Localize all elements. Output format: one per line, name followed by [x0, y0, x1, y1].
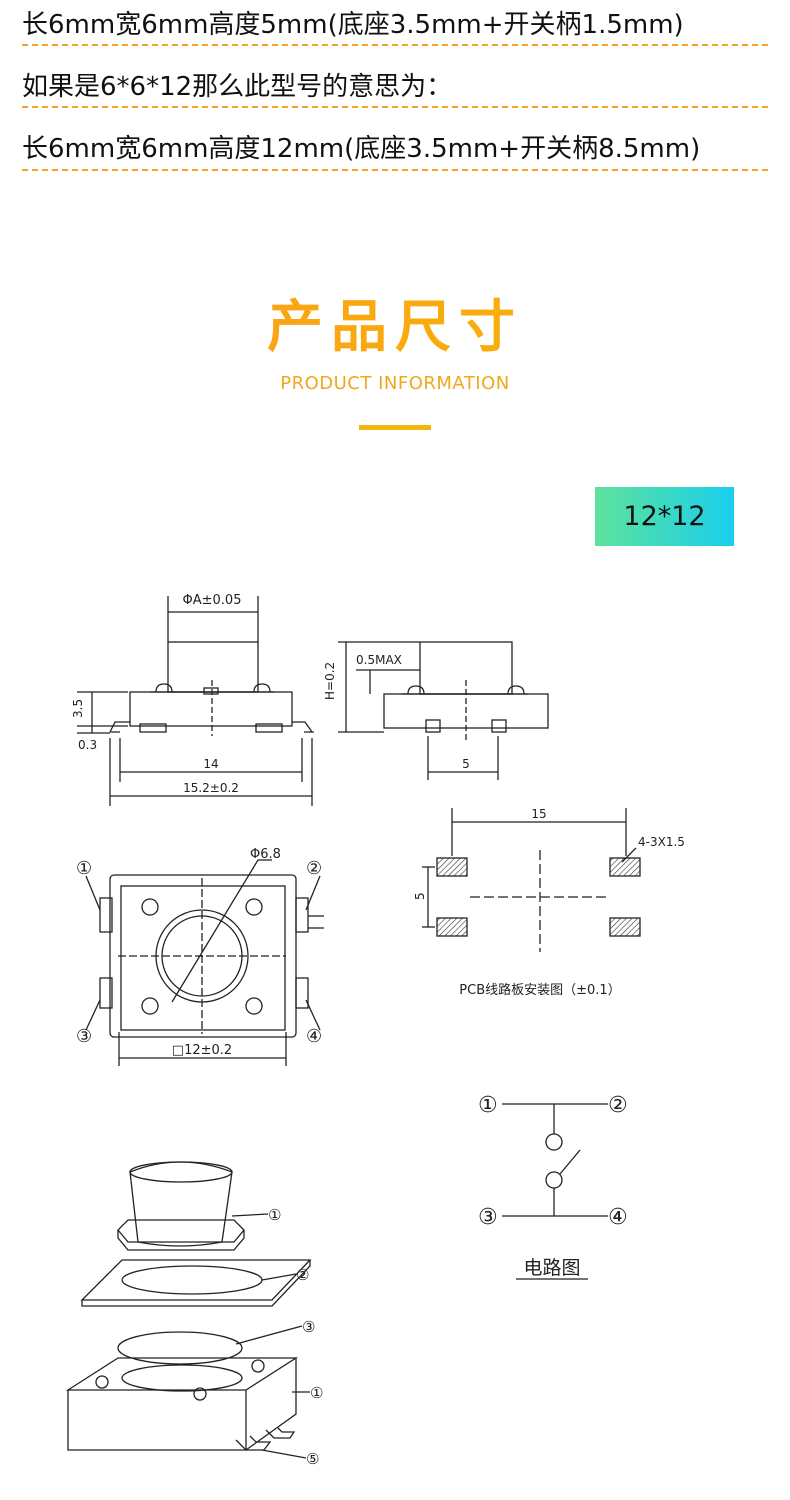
front-view	[77, 596, 314, 806]
pcb-layout	[422, 808, 641, 952]
dim-pcb-5: 5	[413, 892, 427, 900]
spec-line-2: 如果是6*6*12那么此型号的意思为：	[22, 72, 453, 102]
top-view	[85, 859, 324, 1066]
pin-4-label: ④	[306, 1026, 322, 1047]
dim-phi-68: Φ6.8	[250, 847, 281, 862]
separator	[22, 169, 768, 171]
dim-h: H=0.2	[323, 662, 337, 700]
circuit-node-2: ②	[608, 1093, 628, 1118]
spec-line-3: 长6mm宽6mm高度12mm(底座3.5mm+开关柄8.5mm)	[22, 134, 701, 164]
dim-h-35: 3.5	[71, 699, 85, 718]
exploded-label-3: ③	[302, 1318, 315, 1336]
circuit-diagram	[502, 1103, 608, 1280]
separator	[22, 106, 768, 108]
exploded-label-5: ⑤	[306, 1450, 319, 1468]
dim-h-03: 0.3	[78, 738, 97, 752]
circuit-caption: 电路图	[523, 1257, 580, 1279]
separator	[22, 44, 768, 46]
model-badge: 12*12	[595, 487, 734, 546]
dim-square-12: □12±0.2	[172, 1043, 232, 1058]
exploded-view	[65, 1161, 312, 1459]
section-title: 产品尺寸	[0, 282, 790, 363]
dim-05max: 0.5MAX	[356, 653, 402, 667]
section-subtitle: PRODUCT INFORMATION	[280, 373, 510, 394]
dim-w-152: 15.2±0.2	[183, 781, 239, 795]
spec-line-1: 长6mm宽6mm高度5mm(底座3.5mm+开关柄1.5mm)	[22, 10, 684, 40]
technical-drawing: ΦA±0.05 3.5 0.3 14 15.2±0.2 0.5MAX H=0.2…	[65, 593, 685, 1468]
dim-w-5: 5	[462, 757, 470, 771]
exploded-label-1: ①	[268, 1206, 281, 1224]
pin-3-label: ③	[76, 1026, 92, 1047]
side-view	[338, 641, 549, 780]
pin-2-label: ②	[306, 858, 322, 879]
title-underline	[359, 425, 431, 430]
pcb-caption: PCB线路板安装图（±0.1）	[459, 982, 620, 998]
circuit-node-3: ③	[478, 1205, 498, 1230]
exploded-label-2: ②	[296, 1266, 309, 1284]
circuit-node-4: ④	[608, 1205, 628, 1230]
circuit-node-1: ①	[478, 1093, 498, 1118]
dim-phi-a: ΦA±0.05	[183, 593, 242, 608]
exploded-label-4: ①	[310, 1384, 323, 1402]
dim-pad-size: 4-3X1.5	[638, 835, 685, 849]
pin-1-label: ①	[76, 858, 92, 879]
dim-w-14: 14	[203, 757, 218, 771]
dim-pcb-15: 15	[531, 807, 546, 821]
